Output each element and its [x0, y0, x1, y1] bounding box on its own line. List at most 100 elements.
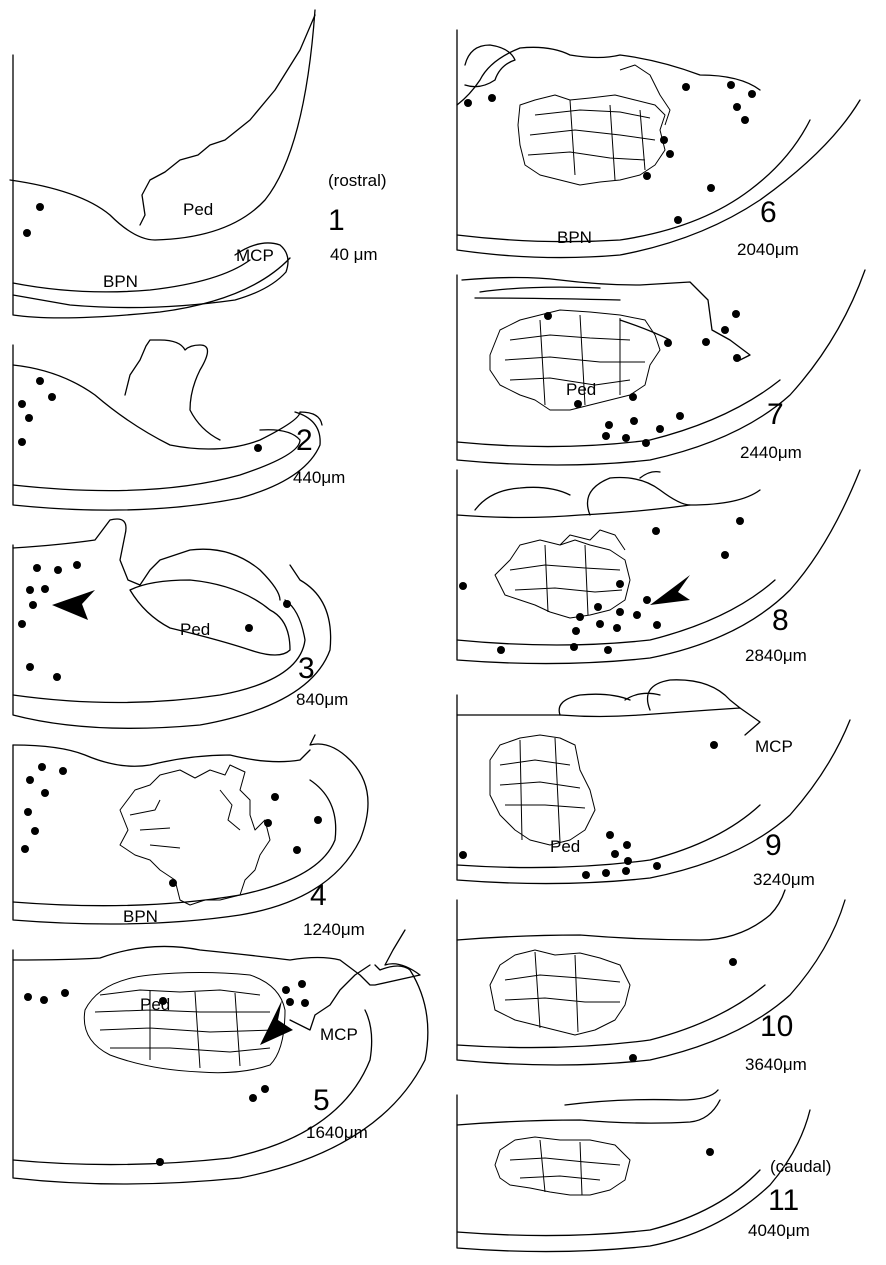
- section-4-inner-line: [13, 780, 336, 906]
- section-8-dot: [633, 611, 641, 619]
- section-depth: 3240μm: [753, 870, 815, 889]
- section-5-dot: [61, 989, 69, 997]
- section-depth: 4040μm: [748, 1221, 810, 1240]
- section-4-dot: [169, 879, 177, 887]
- section-6: BPN 6 2040μm: [457, 30, 860, 259]
- section-4-dot: [41, 789, 49, 797]
- section-2: 2 440μm: [13, 340, 345, 510]
- section-11: (caudal) 11 4040μm: [457, 1090, 831, 1252]
- section-8-dot: [596, 620, 604, 628]
- section-8-dot: [721, 551, 729, 559]
- section-5-ped-lobules: [95, 990, 275, 1068]
- section-depth: 1240μm: [303, 920, 365, 939]
- section-9-dot: [606, 831, 614, 839]
- bpn-label: BPN: [103, 272, 138, 291]
- section-4-dot: [293, 846, 301, 854]
- section-7-dot: [630, 417, 638, 425]
- section-1: Ped BPN MCP (rostral) 1 40 μm: [10, 10, 387, 318]
- section-11-top-boundary: [457, 1100, 720, 1125]
- mcp-label: MCP: [236, 246, 274, 265]
- section-6-dot: [643, 172, 651, 180]
- section-6-dot: [464, 99, 472, 107]
- section-8-ped-extension: [560, 530, 625, 550]
- section-5: Ped MCP 5 1640μm: [13, 930, 428, 1184]
- section-2-dot: [18, 400, 26, 408]
- section-9-ped-lobules: [500, 738, 585, 842]
- section-5-dot: [298, 980, 306, 988]
- section-6-dot: [707, 184, 715, 192]
- section-5-dot: [261, 1085, 269, 1093]
- section-8-dot: [594, 603, 602, 611]
- section-4-ped-inner: [130, 790, 240, 848]
- section-4-dot: [24, 808, 32, 816]
- section-depth: 2440μm: [740, 443, 802, 462]
- section-7-top-boundary: [462, 278, 750, 361]
- caudal-label: (caudal): [770, 1157, 831, 1176]
- section-8-dot: [613, 624, 621, 632]
- section-9-dot: [459, 851, 467, 859]
- section-7-dot: [605, 421, 613, 429]
- section-7-dot: [664, 339, 672, 347]
- section-5-dot: [24, 993, 32, 1001]
- section-8-dot: [572, 627, 580, 635]
- rostral-label: (rostral): [328, 171, 387, 190]
- section-6-dot: [488, 94, 496, 102]
- section-10-ped-lobules: [505, 952, 620, 1032]
- section-6-dot: [748, 90, 756, 98]
- section-8-inner-line: [457, 580, 775, 645]
- section-6-dot: [741, 116, 749, 124]
- section-5-dot: [301, 999, 309, 1007]
- section-8-dot: [497, 646, 505, 654]
- section-2-dot: [254, 444, 262, 452]
- section-11-cap: [565, 1090, 718, 1105]
- section-7-dot: [574, 400, 582, 408]
- section-1-outline: [13, 55, 290, 318]
- section-1-dot: [23, 229, 31, 237]
- section-6-lobule-extension: [620, 65, 670, 125]
- section-4-top-boundary: [13, 745, 310, 766]
- section-number: 4: [310, 879, 327, 912]
- section-5-outline: [13, 950, 428, 1184]
- section-7-dot: [629, 393, 637, 401]
- section-6-dot: [666, 150, 674, 158]
- section-number: 11: [768, 1184, 799, 1217]
- section-4-dot: [26, 776, 34, 784]
- section-9-dot: [602, 869, 610, 877]
- section-number: 8: [772, 604, 789, 637]
- section-11-ped-lobules: [510, 1140, 620, 1195]
- section-9-top-boundary: [457, 708, 760, 735]
- section-9-dot: [710, 741, 718, 749]
- ped-label: Ped: [180, 620, 210, 639]
- section-depth: 1640μm: [306, 1123, 368, 1142]
- section-5-dot: [156, 1158, 164, 1166]
- section-9-ped-outline: [490, 735, 595, 845]
- section-8-dot: [616, 608, 624, 616]
- section-1-dot: [36, 203, 44, 211]
- section-5-dot: [249, 1094, 257, 1102]
- section-depth: 3640μm: [745, 1055, 807, 1074]
- section-depth: 840μm: [296, 690, 348, 709]
- section-7-outline: [457, 270, 865, 465]
- section-number: 10: [760, 1010, 793, 1043]
- section-11-ped-outline: [495, 1137, 630, 1195]
- section-9-dot: [653, 862, 661, 870]
- section-3-ped-outline: [130, 580, 290, 655]
- section-4-dot: [31, 827, 39, 835]
- section-3-top-boundary: [13, 519, 280, 600]
- section-3-inner-line: [13, 600, 305, 703]
- section-6-dot: [674, 216, 682, 224]
- section-6-dot: [682, 83, 690, 91]
- section-9-dot: [623, 841, 631, 849]
- section-7-dot: [702, 338, 710, 346]
- section-7-dot: [733, 354, 741, 362]
- section-4-dot: [38, 763, 46, 771]
- mcp-label: MCP: [755, 737, 793, 756]
- section-8-dot: [643, 596, 651, 604]
- bpn-label: BPN: [123, 907, 158, 926]
- section-3-dot: [53, 673, 61, 681]
- section-number: 9: [765, 829, 782, 862]
- section-9-dot: [622, 867, 630, 875]
- section-7-lobe-edge: [620, 320, 670, 340]
- section-1-top-boundary: [140, 15, 315, 225]
- section-3-dot: [41, 585, 49, 593]
